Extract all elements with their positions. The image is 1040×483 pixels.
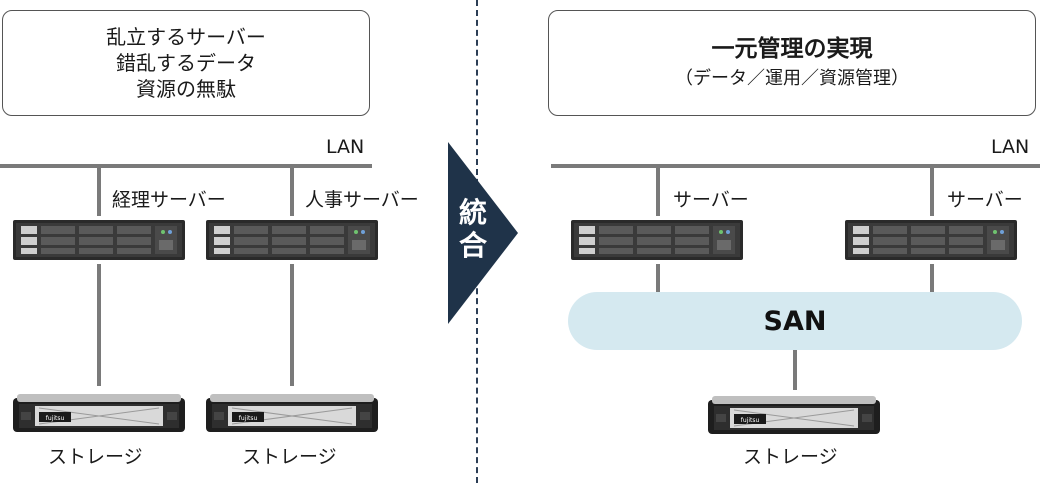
right-server2-label: サーバー — [947, 189, 1023, 211]
left-storage1-label: ストレージ — [48, 446, 143, 468]
accounting-server-label: 経理サーバー — [112, 189, 226, 211]
problem-box: 乱立するサーバー 錯乱するデータ 資源の無駄 — [2, 10, 370, 116]
left-lan-label: LAN — [326, 136, 365, 158]
integration-arrow — [448, 142, 518, 324]
hr-server-label: 人事サーバー — [305, 189, 419, 211]
left-storage1-link — [97, 264, 101, 386]
left-storage2-link — [290, 264, 294, 386]
solution-box: 一元管理の実現 （データ／運用／資源管理） — [548, 10, 1036, 116]
left-lan-line — [0, 164, 372, 168]
right-storage-label: ストレージ — [743, 446, 838, 468]
right-storage-icon — [708, 395, 880, 435]
left-server2-lan-link — [290, 166, 294, 216]
left-server1-lan-link — [97, 166, 101, 216]
san-label: SAN — [763, 305, 827, 337]
accounting-server-icon — [13, 220, 185, 260]
problem-line-2: 錯乱するデータ — [116, 51, 256, 75]
right-server2-icon — [845, 220, 1017, 260]
integration-char-2: 合 — [458, 229, 487, 262]
san-storage-link — [793, 350, 797, 390]
right-server1-san-link — [656, 264, 660, 294]
right-server1-label: サーバー — [673, 189, 749, 211]
hr-server-icon — [206, 220, 378, 260]
integration-char-1: 統 — [458, 196, 487, 229]
right-server2-san-link — [930, 264, 934, 294]
right-lan-line — [551, 164, 1040, 168]
problem-line-1: 乱立するサーバー — [106, 25, 266, 49]
right-server1-icon — [571, 220, 743, 260]
solution-title: 一元管理の実現 — [711, 36, 873, 62]
right-server2-lan-link — [930, 166, 934, 216]
right-server1-lan-link — [656, 166, 660, 216]
integration-label: 統 合 — [450, 196, 496, 262]
left-storage2-label: ストレージ — [242, 446, 337, 468]
san-network: SAN — [568, 292, 1022, 350]
problem-line-3: 資源の無駄 — [136, 77, 236, 101]
right-lan-label: LAN — [991, 136, 1030, 158]
left-storage2-icon — [206, 393, 378, 433]
solution-subtitle: （データ／運用／資源管理） — [675, 68, 909, 89]
left-storage1-icon — [13, 393, 185, 433]
